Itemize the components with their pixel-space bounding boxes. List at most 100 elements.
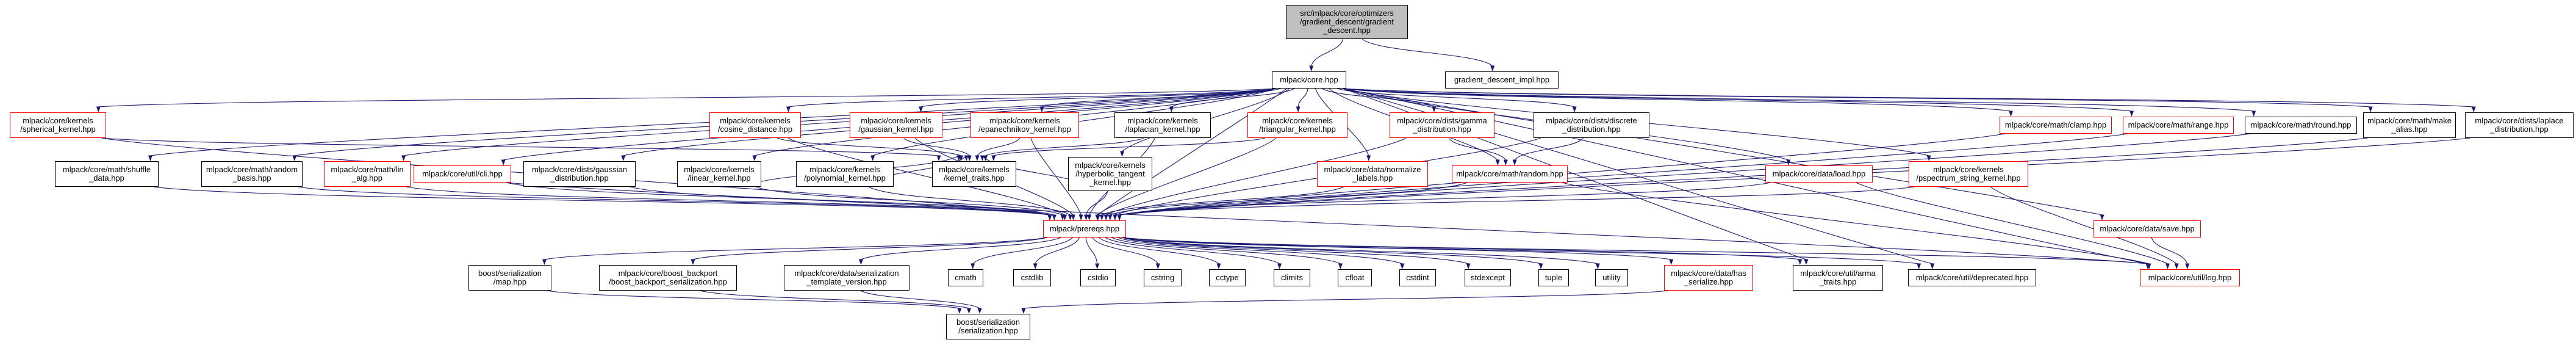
arrowhead-prereqs-tuple	[1538, 263, 1543, 269]
edge-root-core	[1311, 38, 1344, 67]
graph-node-normalize_labels[interactable]: mlpack/core/data/normalize_labels.hpp	[1317, 161, 1428, 187]
arrowhead-laplacian-prereqs	[1087, 214, 1092, 220]
edge-prereqs-cctype	[1099, 237, 1219, 264]
arrowhead-root-core	[1309, 65, 1314, 71]
graph-node-clamp[interactable]: mlpack/core/math/clamp.hpp	[2000, 117, 2112, 134]
node-label-line: _distribution.hpp	[2490, 125, 2549, 134]
graph-node-impl[interactable]: gradient_descent_impl.hpp	[1445, 71, 1559, 89]
edge-cosine-prereqs	[788, 137, 1065, 216]
edge-prereqs-log	[1122, 237, 2148, 264]
graph-node-pspectrum[interactable]: mlpack/core/kernels/pspectrum_string_ker…	[1909, 161, 2028, 187]
edge-spherical-kernel_traits	[101, 137, 939, 156]
edge-hyperbolic-prereqs	[1085, 190, 1108, 216]
graph-node-deprecated[interactable]: mlpack/core/util/deprecated.hpp	[1908, 269, 2036, 286]
graph-node-save[interactable]: mlpack/core/data/save.hpp	[2093, 220, 2201, 238]
node-label-line: mlpack/core/dists/gaussian	[531, 165, 628, 174]
arrowhead-prereqs-cfloat	[1338, 263, 1343, 269]
arrowhead-core-save	[2100, 214, 2104, 220]
arrowhead-core-triangular	[1296, 106, 1301, 112]
graph-node-laplace[interactable]: mlpack/core/dists/laplace_distribution.h…	[2465, 112, 2574, 138]
arrowhead-polynomial-prereqs	[1067, 214, 1072, 220]
arrowhead-backport-serialization	[967, 308, 971, 314]
arrowhead-gamma-prereqs	[1103, 214, 1108, 220]
arrowhead-core-lin_alg	[401, 155, 406, 161]
graph-node-random[interactable]: mlpack/core/math/random.hpp	[1452, 165, 1568, 183]
graph-node-prereqs[interactable]: mlpack/prereqs.hpp	[1043, 220, 1126, 238]
node-label-line: /gradient_descent/gradient	[1300, 17, 1394, 26]
arrowhead-core-laplacian	[1169, 106, 1174, 112]
graph-node-lin_alg[interactable]: mlpack/core/math/lin_alg.hpp	[324, 161, 411, 187]
edge-prereqs-backport	[692, 237, 1047, 260]
graph-node-epanechnikov[interactable]: mlpack/core/kernels/epanechnikov_kernel.…	[970, 112, 1079, 138]
node-label-line: mlpack/core/kernels	[1127, 116, 1198, 125]
arrowhead-prereqs-cstdio	[1095, 263, 1100, 269]
arrowhead-core-normalize_labels	[1366, 155, 1371, 161]
arrowhead-triangular-kernel_traits	[991, 155, 996, 161]
arrowhead-core-arma_traits	[1804, 259, 1809, 265]
edge-core-round	[1342, 88, 2254, 112]
edge-linear-prereqs	[755, 186, 1063, 216]
graph-node-cosine[interactable]: mlpack/core/kernels/cosine_distance.hpp	[709, 112, 801, 138]
edge-gamma-random	[1448, 137, 1506, 161]
node-label-line: mlpack/core/kernels	[720, 116, 791, 125]
graph-node-gamma[interactable]: mlpack/core/dists/gamma_distribution.hpp	[1390, 112, 1494, 138]
edge-load-prereqs	[1119, 182, 1771, 216]
graph-node-load[interactable]: mlpack/core/data/load.hpp	[1765, 165, 1873, 183]
edge-range-prereqs	[1119, 133, 2129, 216]
node-label-line: mlpack/core/util/cli.hpp	[422, 169, 503, 178]
graph-node-laplacian[interactable]: mlpack/core/kernels/laplacian_kernel.hpp	[1114, 112, 1211, 138]
node-label-line: mlpack/core/math/lin	[331, 165, 404, 174]
arrowhead-prereqs-backport	[691, 259, 695, 265]
graph-node-make_alias[interactable]: mlpack/core/math/make_alias.hpp	[2363, 112, 2456, 138]
graph-node-triangular[interactable]: mlpack/core/kernels/triangular_kernel.hp…	[1247, 112, 1347, 138]
graph-node-has_serialize[interactable]: mlpack/core/data/has_serialize.hpp	[1664, 265, 1753, 291]
graph-node-round[interactable]: mlpack/core/math/round.hpp	[2245, 117, 2357, 134]
graph-node-tuple: tuple	[1538, 269, 1569, 286]
arrowhead-core-hyperbolic	[1120, 151, 1125, 157]
graph-node-spherical[interactable]: mlpack/core/kernels/spherical_kernel.hpp	[10, 112, 106, 138]
graph-node-backport[interactable]: mlpack/core/boost_backport/boost_backpor…	[599, 265, 737, 291]
arrowhead-prereqs-arma_traits	[1798, 259, 1803, 265]
graph-node-random_basis[interactable]: mlpack/core/math/random_basis.hpp	[201, 161, 303, 187]
graph-node-hyperbolic[interactable]: mlpack/core/kernels/hyperbolic_tangent_k…	[1068, 157, 1152, 191]
node-label-line: mlpack/core/util/arma	[1800, 269, 1876, 278]
arrowhead-core-clamp	[2009, 111, 2014, 117]
graph-node-gaussian_k[interactable]: mlpack/core/kernels/gaussian_kernel.hpp	[850, 112, 942, 138]
graph-node-polynomial[interactable]: mlpack/core/kernels/polynomial_kernel.hp…	[796, 161, 894, 187]
graph-node-gaussian_dist[interactable]: mlpack/core/dists/gaussian_distribution.…	[523, 161, 636, 187]
edge-polynomial-prereqs	[869, 186, 1071, 216]
graph-node-kernel_traits[interactable]: mlpack/core/kernels/kernel_traits.hpp	[932, 161, 1016, 187]
arrowhead-prereqs-cstdint	[1400, 263, 1405, 269]
node-label-line: mlpack/core/dists/laplace	[2475, 116, 2564, 125]
arrowhead-cli-prereqs	[1047, 214, 1052, 220]
edge-random-log	[1562, 182, 2150, 264]
graph-node-shuffle[interactable]: mlpack/core/math/shuffle_data.hpp	[55, 161, 159, 187]
graph-node-log[interactable]: mlpack/core/util/log.hpp	[2140, 269, 2240, 286]
edge-make_alias-prereqs	[1119, 137, 2368, 216]
arrowhead-gamma-random	[1503, 159, 1508, 165]
edge-lin_alg-prereqs	[406, 186, 1050, 216]
graph-node-cmath: cmath	[948, 269, 983, 286]
graph-node-range[interactable]: mlpack/core/math/range.hpp	[2123, 117, 2234, 134]
edge-prereqs-tuple	[1122, 237, 1541, 264]
graph-node-linear[interactable]: mlpack/core/kernels/linear_kernel.hpp	[677, 161, 761, 187]
graph-node-map: boost/serialization/map.hpp	[468, 265, 551, 291]
node-label-line: cstring	[1150, 273, 1175, 282]
arrowhead-core-cli	[501, 159, 506, 165]
graph-node-cli[interactable]: mlpack/core/util/cli.hpp	[414, 165, 511, 183]
edge-core-gamma	[1322, 88, 1435, 107]
node-label-line: /polynomial_kernel.hpp	[804, 173, 886, 183]
arrowhead-epanechnikov-prereqs	[1078, 214, 1083, 220]
node-label-line: _distribution.hpp	[1562, 125, 1621, 134]
node-label-line: cstdio	[1088, 273, 1108, 282]
graph-node-discrete[interactable]: mlpack/core/dists/discrete_distribution.…	[1534, 112, 1649, 138]
graph-node-arma_traits[interactable]: mlpack/core/util/arma_traits.hpp	[1793, 265, 1883, 291]
graph-node-cstdio: cstdio	[1080, 269, 1116, 286]
arrowhead-core-gaussian_k	[919, 106, 924, 112]
graph-node-ser_template[interactable]: mlpack/core/data/serialization_template_…	[784, 265, 909, 291]
edge-round-prereqs	[1119, 133, 2251, 216]
arrowhead-core-epanechnikov	[1039, 106, 1044, 112]
edge-shuffle-prereqs	[153, 186, 1050, 216]
graph-node-cctype: cctype	[1209, 269, 1246, 286]
graph-node-core[interactable]: mlpack/core.hpp	[1272, 71, 1346, 89]
